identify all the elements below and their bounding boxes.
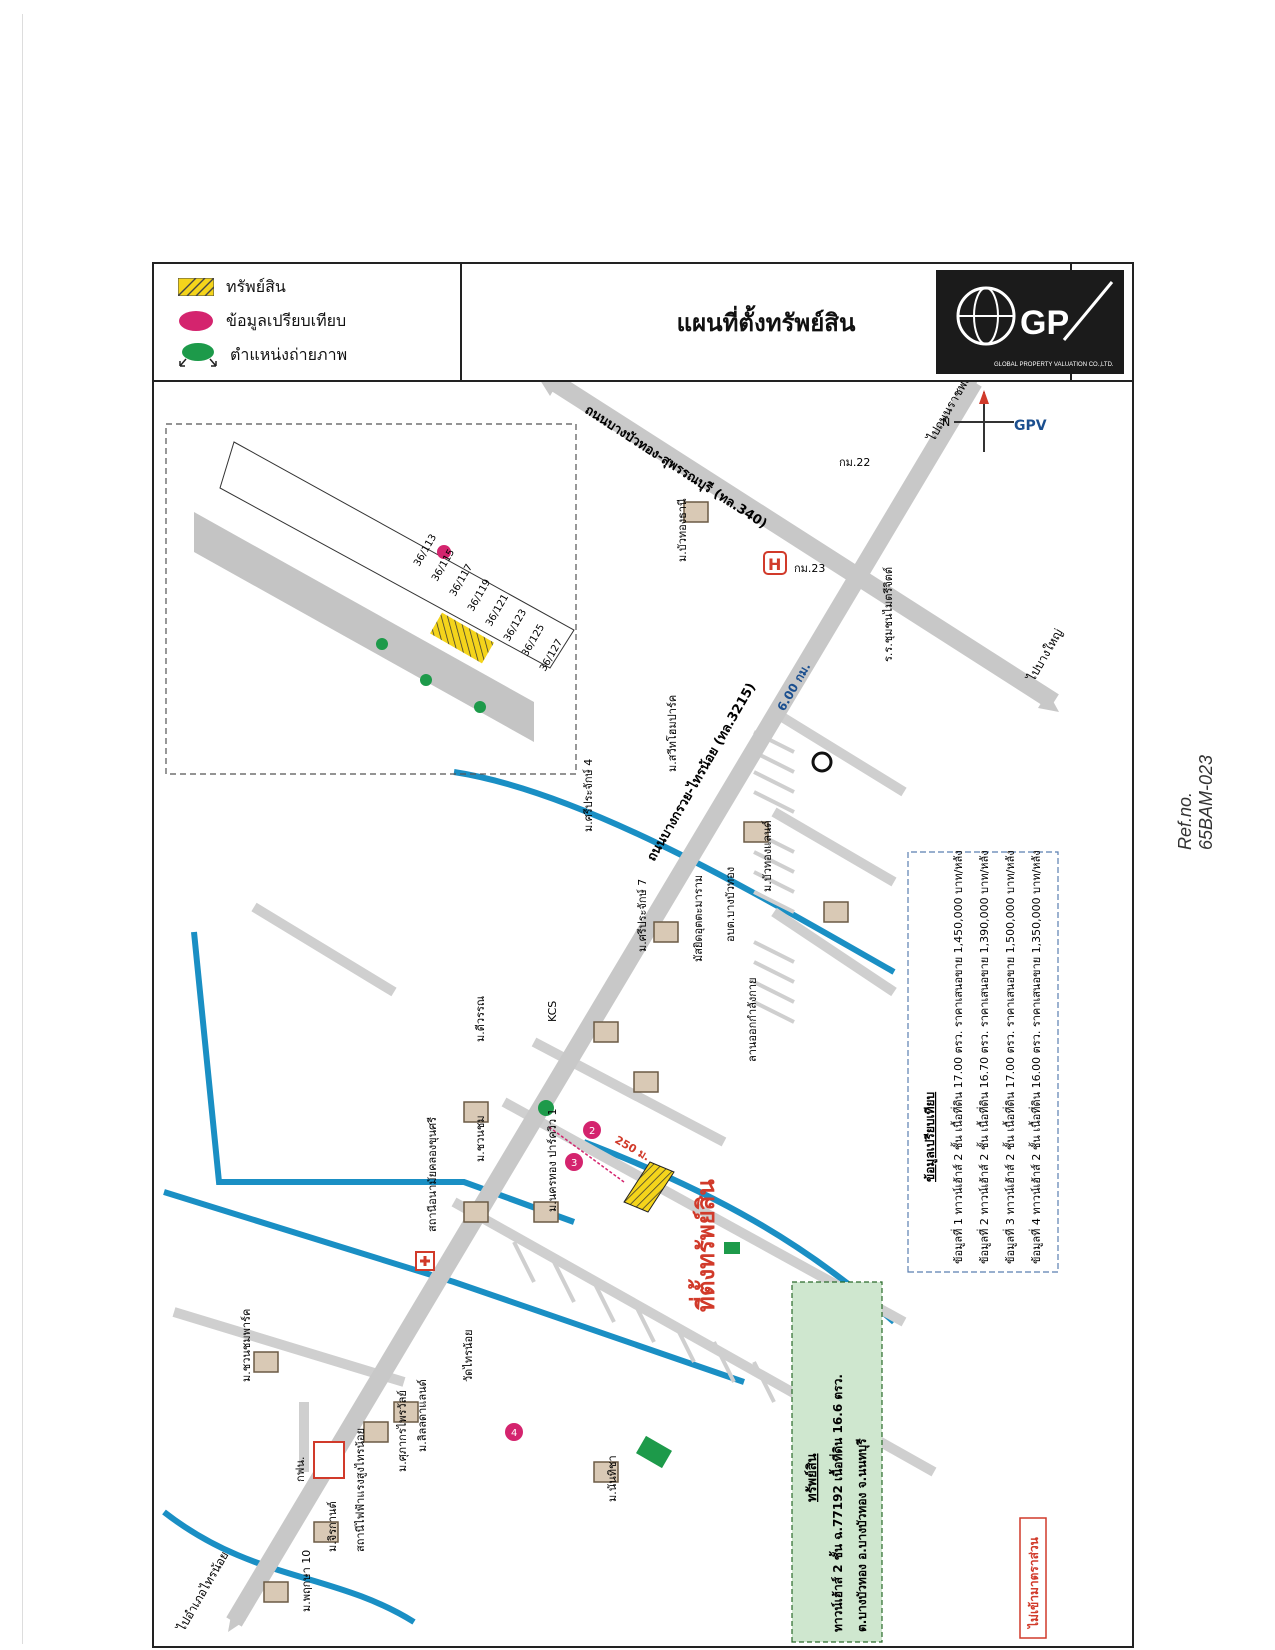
comparison-4 [505, 1423, 523, 1441]
label-nanthicha: ม.นันทิชา [606, 1455, 619, 1502]
logo-letters: GP [1020, 304, 1069, 342]
location-map: H [162, 359, 1066, 1643]
canal-left-loop [191, 931, 576, 1225]
house-icons [253, 501, 849, 1603]
comparison-num-1: 1 [452, 540, 458, 551]
legend-label-property: ทรัพย์สิน [226, 276, 286, 296]
photo-point-main [538, 1100, 554, 1116]
comparison-num-3: 3 [571, 1158, 577, 1169]
label-wat-sai-noi: วัดไทรน้อย [462, 1329, 475, 1382]
km-22: กม.22 [839, 456, 870, 469]
label-exercise-area: ลานออกกำลังกาย [746, 977, 759, 1062]
label-sriprachak-4: ม.ศรีประจักษ์ 4 [582, 759, 595, 832]
canal-upper [453, 769, 896, 975]
arrow-to-bangyai [1038, 692, 1059, 712]
property-marker [623, 1161, 675, 1213]
not-in-scale-tag: ไม่เข้ามาตราส่วน [1019, 1517, 1047, 1639]
ptt-station-icon [811, 751, 833, 773]
power-station-icon [313, 1441, 345, 1479]
comparison-row-4: ข้อมูลที่ 4 ทาวน์เฮ้าส์ 2 ชั้น เนื้อที่ด… [1028, 850, 1043, 1264]
exercise-area-icon [724, 1242, 740, 1254]
comparison-row-2: ข้อมูลที่ 2 ทาวน์เฮ้าส์ 2 ชั้น เนื้อที่ด… [976, 850, 991, 1264]
label-chuanchom-park: ม.ชวนชมพาร์ค [240, 1309, 253, 1382]
legend-row-property: ทรัพย์สิน [178, 274, 286, 300]
comparison-heading: ข้อมูลเปรียบเทียบ [923, 1092, 938, 1182]
label-nakhonthong: ม.นครทอง ปาร์ควิว 1 [546, 1108, 559, 1212]
comparison-row-3: ข้อมูลที่ 3 ทาวน์เฮ้าส์ 2 ชั้น เนื้อที่ด… [1002, 850, 1017, 1264]
label-jirakan: ม.จิรกานต์ [326, 1501, 339, 1552]
label-pruksa-10: ม.พฤกษา 10 [300, 1550, 313, 1612]
label-kcs: KCS [546, 1001, 559, 1022]
comparison-box: ข้อมูลเปรียบเทียบ ข้อมูลที่ 1 ทาวน์เฮ้าส… [907, 850, 1059, 1273]
to-bangyai: ไปบางใหญ่ [1024, 626, 1066, 684]
comparison-num-2: 2 [589, 1126, 595, 1137]
map-header: ทรัพย์สิน ข้อมูลเปรียบเทียบ ตำแหน่งถ่ายภ… [154, 264, 1132, 382]
label-supakorn: ม.ศุภากรไพรวัลย์ [396, 1390, 409, 1472]
canal-bottom [162, 1509, 416, 1625]
property-box-line2: ต.บางบัวทอง อ.บางบัวทอง จ.นนทบุรี [855, 1438, 870, 1632]
red-cross-icon [420, 1256, 430, 1266]
green-block-icon [636, 1435, 672, 1469]
label-health-station: สถานีอนามัยคลองขุนศรี [426, 1117, 439, 1232]
label-school: ร.ร.ชุมชนไมตรีจิตต์ [882, 567, 895, 662]
compass-north: N [942, 416, 950, 429]
to-sai-noi: ไปอำเภอไทรน้อย [174, 1549, 231, 1635]
label-power-station: สถานีไฟฟ้าแรงสูงไทรน้อย [354, 1428, 367, 1552]
inset-photo-point-2 [420, 674, 432, 686]
map-sheet: ทรัพย์สิน ข้อมูลเปรียบเทียบ ตำแหน่งถ่ายภ… [152, 262, 1134, 1648]
map-area: H [154, 359, 1132, 1646]
property-box-heading: ทรัพย์สิน [804, 1453, 820, 1502]
label-sriprachak-7: ม.ศรีประจักษ์ 7 [636, 879, 649, 952]
km-23: กม.23 [794, 562, 825, 575]
legend-label-comparison: ข้อมูลเปรียบเทียบ [226, 310, 347, 330]
comparison-num-4: 4 [511, 1428, 517, 1439]
label-buathong-land: ม.บัวทองแลนด์ [761, 820, 774, 892]
legend-row-photo: ตำแหน่งถ่ายภาพ [178, 342, 347, 368]
comparison-3 [565, 1153, 583, 1171]
label-obt: อบต.บางบัวทอง [724, 867, 737, 942]
camera-position-icon [179, 343, 217, 367]
road-340 [549, 374, 1059, 710]
label-buathong-thani: ม.บัวทองธานี [676, 498, 689, 562]
legend-label-photo: ตำแหน่งถ่ายภาพ [230, 344, 348, 364]
inset-lots [219, 441, 575, 669]
not-in-scale-label: ไม่เข้ามาตราส่วน [1026, 1536, 1041, 1630]
comparison-2 [583, 1121, 601, 1139]
hospital-icon [763, 551, 787, 575]
gp-logo-icon: GP GLOBAL PROPERTY VALUATION CO.,LTD. [936, 270, 1124, 374]
inset-photo-point-3 [474, 701, 486, 713]
label-mosque: มัสยิดอุตตะมาราม [692, 875, 705, 962]
distance-line [548, 1126, 625, 1183]
comparison-row-1: ข้อมูลที่ 1 ทาวน์เฮ้าส์ 2 ชั้น เนื้อที่ด… [950, 850, 965, 1264]
canal-lower [163, 1189, 745, 1385]
red-ellipse-icon [179, 311, 213, 331]
label-mea: กฟน. [294, 1457, 307, 1482]
company-logo: GP GLOBAL PROPERTY VALUATION CO.,LTD. [936, 270, 1124, 374]
hatched-yellow-icon [178, 278, 214, 296]
gpv-mark: GPV [1014, 418, 1047, 434]
inset-comparison-1 [437, 545, 451, 559]
label-lillada-land: ม.ลิลลดาแลนด์ [416, 1379, 429, 1452]
legend-row-comparison: ข้อมูลเปรียบเทียบ [178, 308, 346, 334]
property-location-title: ที่ตั้งทรัพย์สิน [687, 1179, 720, 1312]
inset-photo-point-1 [376, 638, 388, 650]
compass-icon: N GPV [942, 390, 1047, 452]
inset-road [194, 512, 534, 742]
logo-caption: GLOBAL PROPERTY VALUATION CO.,LTD. [994, 362, 1114, 368]
hospital-letter: H [768, 555, 781, 574]
property-box-line1: ทาวน์เฮ้าส์ 2 ชั้น ฉ.77192 เนื้อที่ดิน 1… [828, 1374, 845, 1632]
legend: ทรัพย์สิน ข้อมูลเปรียบเทียบ ตำแหน่งถ่ายภ… [154, 264, 462, 380]
landmark-labels: ม.บัวทองธานี ร.ร.ชุมชนไมตรีจิตต์ ม.สวีทโ… [240, 498, 895, 1612]
label-chuanchom: ม.ชวนชม [474, 1115, 487, 1162]
property-box: ทรัพย์สิน ทาวน์เฮ้าส์ 2 ชั้น ฉ.77192 เนื… [791, 1281, 883, 1643]
inset-property-lot [430, 612, 494, 664]
label-sweet-home-park: ม.สวีทโฮมปาร์ค [665, 695, 679, 772]
reference-number: Ref.no. 65BAM-023 [1175, 754, 1216, 850]
label-deewan: ม.ดีวรรณ [474, 996, 487, 1042]
page-edge [22, 14, 1273, 1644]
arrow-to-sai-noi [228, 1610, 246, 1632]
inset-frame [165, 423, 577, 775]
main-road-3215 [226, 377, 982, 1627]
